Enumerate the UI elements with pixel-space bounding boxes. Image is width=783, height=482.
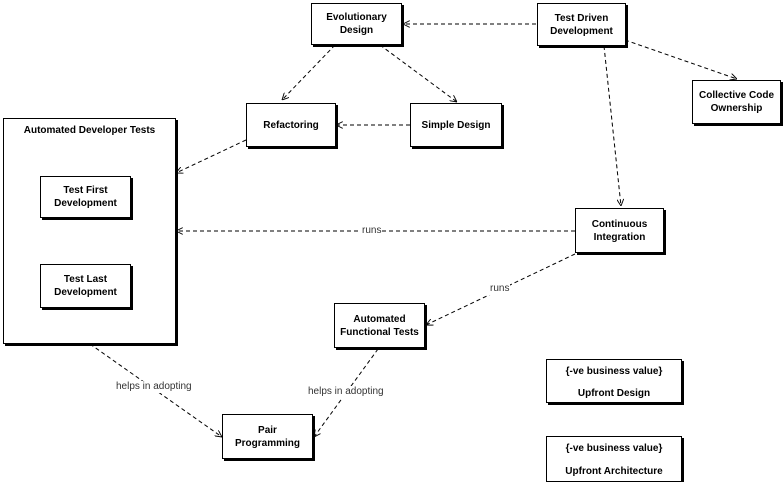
edge-label-helps-in-adopting: helps in adopting bbox=[307, 386, 385, 398]
edge-tdd-to-continuous-integration bbox=[603, 45, 621, 206]
edge-refactoring-to-developer-tests bbox=[176, 139, 247, 173]
edge-label-runs: runs bbox=[361, 225, 383, 237]
node-label: Upfront Design bbox=[577, 388, 651, 399]
node-simple-design[interactable]: Simple Design bbox=[410, 103, 502, 147]
node-label: Simple Design bbox=[421, 119, 491, 131]
node-label: Upfront Architecture bbox=[565, 466, 663, 477]
edge-label-runs: runs bbox=[489, 283, 511, 295]
node-refactoring[interactable]: Refactoring bbox=[246, 103, 336, 147]
node-label: Refactoring bbox=[263, 119, 319, 131]
edge-label-helps-in-adopting: helps in adopting bbox=[115, 381, 193, 393]
node-upfront-design[interactable]: {-ve business value} Upfront Design bbox=[546, 359, 682, 403]
negative-value-tag: {-ve business value} bbox=[565, 443, 663, 454]
group-title: Automated Developer Tests bbox=[23, 125, 156, 136]
edge-tdd-to-collective-code-ownership bbox=[624, 39, 737, 79]
edge-evolutionary-to-refactoring bbox=[282, 44, 336, 100]
negative-value-tag: {-ve business value} bbox=[565, 366, 663, 377]
edge-evolutionary-to-simple-design bbox=[379, 44, 457, 102]
automated-developer-tests-group[interactable]: Automated Developer Tests bbox=[3, 118, 176, 344]
node-upfront-architecture[interactable]: {-ve business value} Upfront Architectur… bbox=[546, 436, 682, 482]
